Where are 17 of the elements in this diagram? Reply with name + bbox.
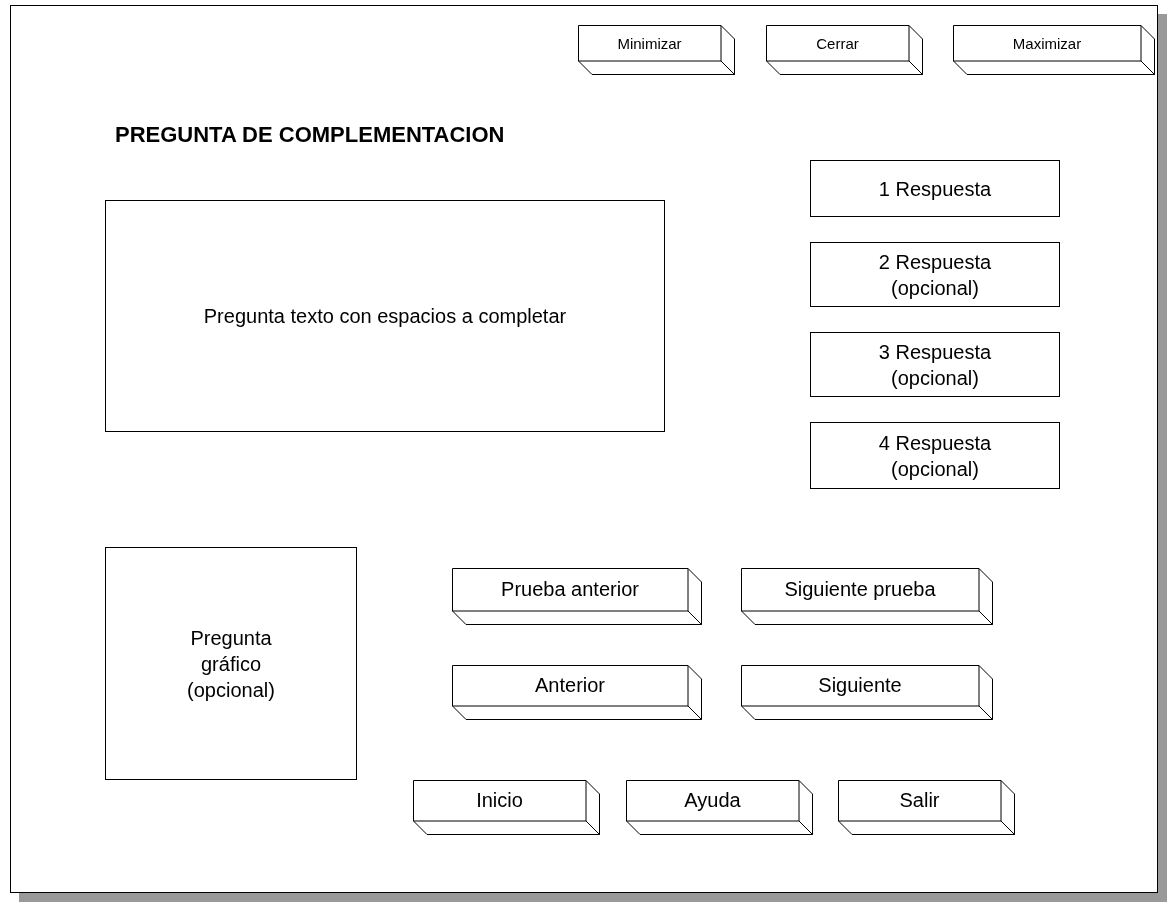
button: Ayuda (626, 780, 813, 835)
answer-box: 1 Respuesta (810, 160, 1060, 217)
answer-box: 3 Respuesta (opcional) (810, 332, 1060, 397)
button: Cerrar (766, 25, 923, 75)
answer-box: 4 Respuesta (opcional) (810, 422, 1060, 489)
screen-title: PREGUNTA DE COMPLEMENTACION (115, 122, 505, 148)
button: Prueba anterior (452, 568, 702, 625)
question-text-box: Pregunta texto con espacios a completar (105, 200, 665, 432)
button: Minimizar (578, 25, 735, 75)
button: Maximizar (953, 25, 1155, 75)
button: Siguiente (741, 665, 993, 720)
graphic-area: Pregunta gráfico (opcional) (105, 547, 357, 780)
answer-box: 2 Respuesta (opcional) (810, 242, 1060, 307)
button: Salir (838, 780, 1015, 835)
button: Inicio (413, 780, 600, 835)
button: Siguiente prueba (741, 568, 993, 625)
button: Anterior (452, 665, 702, 720)
